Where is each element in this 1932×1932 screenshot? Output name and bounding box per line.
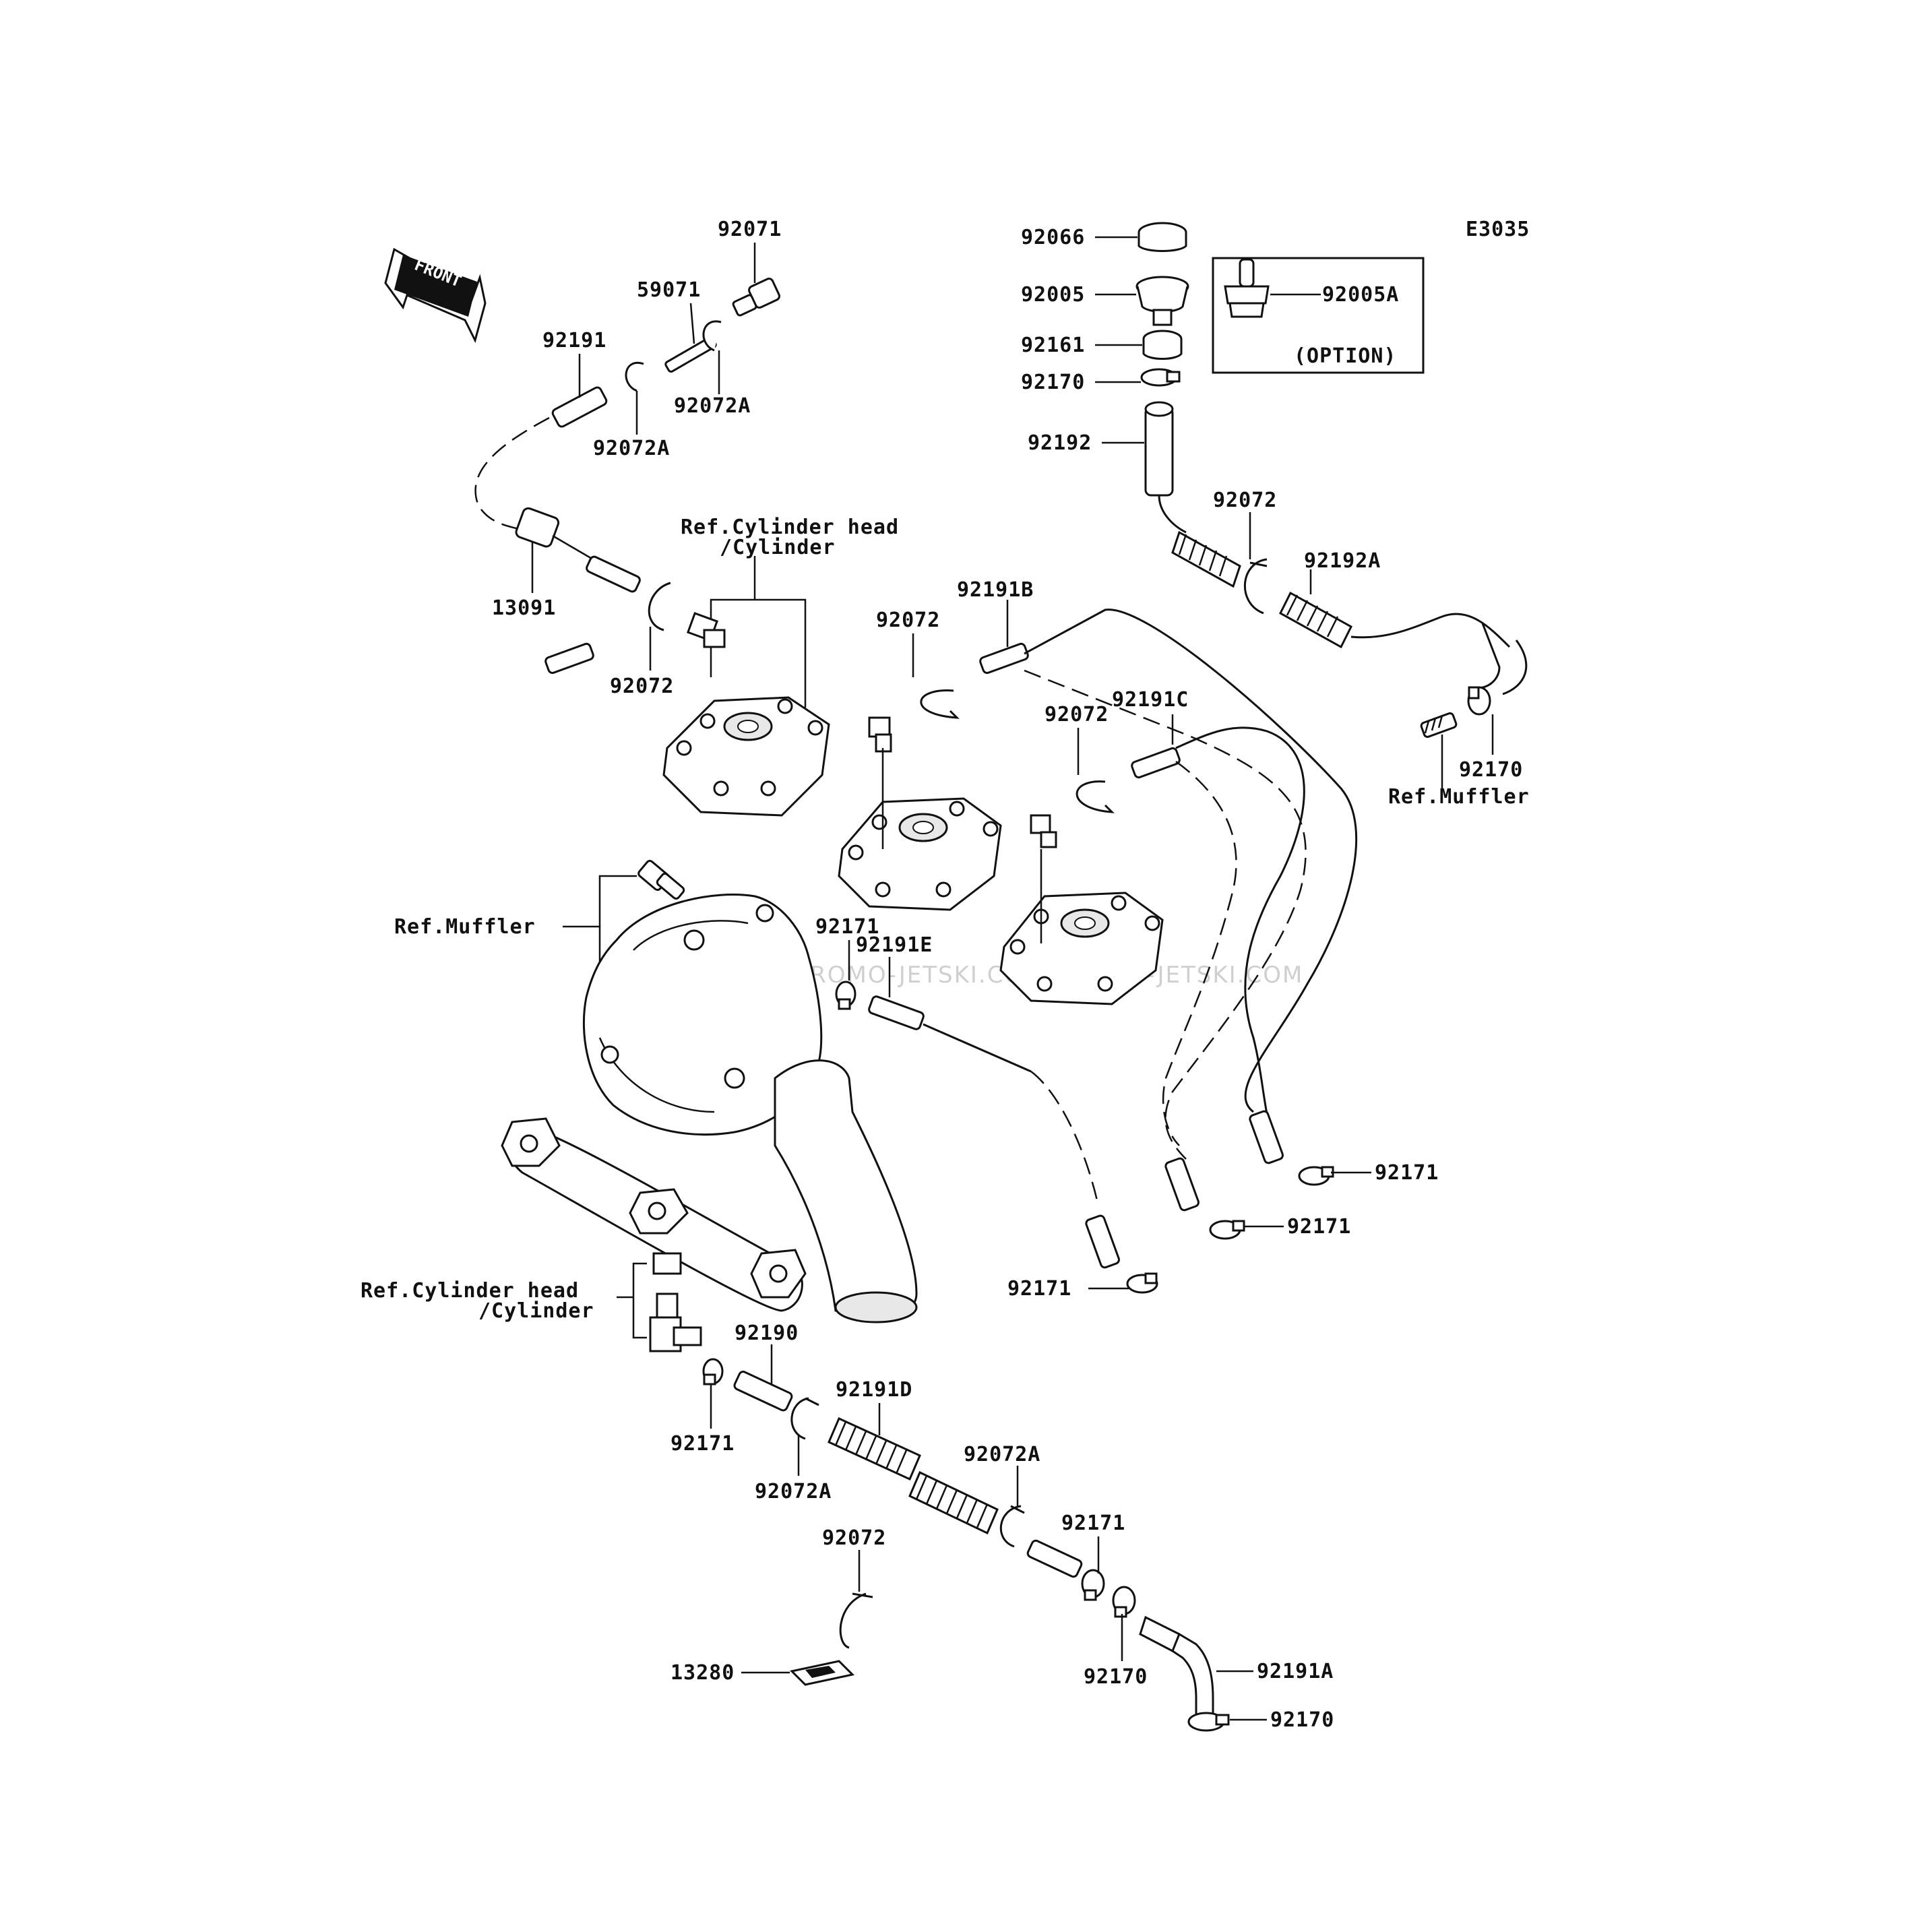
label-92072-bot: 92072 — [822, 1526, 886, 1550]
ref-muffler-right: Ref.Muffler — [1388, 785, 1530, 809]
clip-92072-left — [648, 582, 671, 631]
front-arrow-icon: FRONT — [384, 247, 487, 344]
clamp-92171-e — [702, 1358, 724, 1385]
ref-cylinder-head-top: Ref.Cylinder head — [681, 516, 899, 539]
part-92005A-fitting — [1224, 258, 1270, 318]
muffler-body — [582, 894, 918, 1323]
label-92071: 92071 — [718, 218, 782, 241]
label-92170-right: 92170 — [1459, 758, 1523, 782]
clamp-92170-right — [1467, 686, 1491, 716]
label-92171-c: 92171 — [1375, 1161, 1439, 1185]
clamp-92170-top — [1140, 368, 1181, 387]
ref-cylinder-bot-2: /Cylinder — [478, 1299, 594, 1323]
clamp-92170-bot — [1112, 1586, 1136, 1618]
option-box — [1212, 257, 1425, 374]
label-92005: 92005 — [1021, 283, 1085, 307]
part-92005-fitting — [1135, 276, 1189, 326]
label-92191B: 92191B — [957, 578, 1034, 602]
label-92072A-left: 92072A — [593, 437, 670, 460]
clip-92072-bot — [839, 1592, 873, 1649]
clip-92072-mid — [920, 689, 960, 719]
hose-92191B-end — [544, 642, 594, 675]
label-92191A: 92191A — [1257, 1660, 1334, 1683]
label-92171-b: 92171 — [1007, 1277, 1071, 1301]
hose-short-1 — [586, 555, 641, 593]
fitting-muffler-left — [637, 859, 685, 900]
diagram-code: E3035 — [1466, 218, 1530, 241]
fitting-elbow — [649, 1292, 702, 1352]
label-92191D: 92191D — [836, 1378, 912, 1402]
label-92072-mid2: 92072 — [1045, 703, 1109, 726]
cylinder-head-1 — [662, 696, 830, 817]
label-92072A-bot: 92072A — [755, 1480, 832, 1503]
clip-92072-mid2 — [1076, 780, 1115, 813]
label-13091: 13091 — [492, 596, 556, 620]
clamp-92171-d — [1209, 1220, 1245, 1240]
clamp-92171-b — [1126, 1272, 1158, 1294]
exhaust-manifold — [501, 1117, 807, 1312]
label-92170-top: 92170 — [1021, 371, 1085, 394]
clamp-92171-c — [1298, 1166, 1334, 1186]
bellows-92192A — [1279, 591, 1352, 649]
label-92171-a: 92171 — [815, 915, 879, 939]
fitting-muffler-right — [1420, 712, 1458, 738]
part-92066-cap — [1138, 222, 1187, 252]
ref-cylinder-head-bot: Ref.Cylinder head — [361, 1279, 579, 1303]
label-59071: 59071 — [637, 278, 701, 302]
label-92066: 92066 — [1021, 226, 1085, 249]
clamp-92171-f — [1081, 1569, 1105, 1601]
label-92072A-bot2: 92072A — [964, 1443, 1040, 1466]
label-92190: 92190 — [735, 1321, 799, 1345]
hose-92191 — [551, 386, 608, 428]
label-92161: 92161 — [1021, 334, 1085, 357]
label-92072A-top: 92072A — [674, 394, 751, 418]
cylinder-head-2 — [838, 797, 1002, 911]
label-92072-left: 92072 — [610, 675, 674, 698]
clip-92072A-bot — [790, 1397, 819, 1440]
label-92171-f: 92171 — [1061, 1512, 1125, 1535]
part-92071-fitting — [732, 278, 780, 317]
clamp-92171-a — [835, 980, 856, 1010]
clip-92072A-bot2 — [999, 1505, 1025, 1548]
label-92191E: 92191E — [856, 933, 933, 957]
label-13280: 13280 — [671, 1661, 735, 1685]
label-92191C: 92191C — [1112, 688, 1189, 712]
hose-short-2 — [1026, 1539, 1083, 1578]
hose-92191A — [1139, 1615, 1214, 1716]
label-92072-right: 92072 — [1213, 489, 1277, 512]
clip-92072A-left — [625, 361, 644, 392]
label-92192A: 92192A — [1304, 549, 1381, 573]
ref-cylinder-top-2: /Cylinder — [720, 536, 836, 559]
label-92192: 92192 — [1028, 431, 1092, 455]
option-label: (OPTION) — [1294, 344, 1397, 368]
label-92170-bot: 92170 — [1084, 1665, 1148, 1689]
label-92191: 92191 — [542, 329, 606, 352]
label-92171-e: 92171 — [671, 1432, 735, 1456]
bellows-92072-right — [1171, 530, 1241, 588]
ref-muffler-left: Ref.Muffler — [394, 915, 536, 939]
clip-92072-right — [1244, 558, 1268, 615]
clamp-92170-bot2 — [1187, 1712, 1230, 1732]
bellows-92191D — [828, 1416, 999, 1535]
part-92161-cap — [1142, 330, 1183, 360]
label-92072-mid: 92072 — [876, 609, 940, 632]
label-92170-bot2: 92170 — [1270, 1708, 1334, 1732]
hose-92190 — [733, 1371, 793, 1412]
hose-92192 — [1144, 406, 1174, 497]
part-13280-pad — [789, 1660, 855, 1686]
part-13091-joint — [515, 507, 560, 548]
label-92171-d: 92171 — [1287, 1215, 1351, 1239]
label-92005A: 92005A — [1322, 283, 1399, 307]
clip-92072A-top — [702, 320, 722, 352]
